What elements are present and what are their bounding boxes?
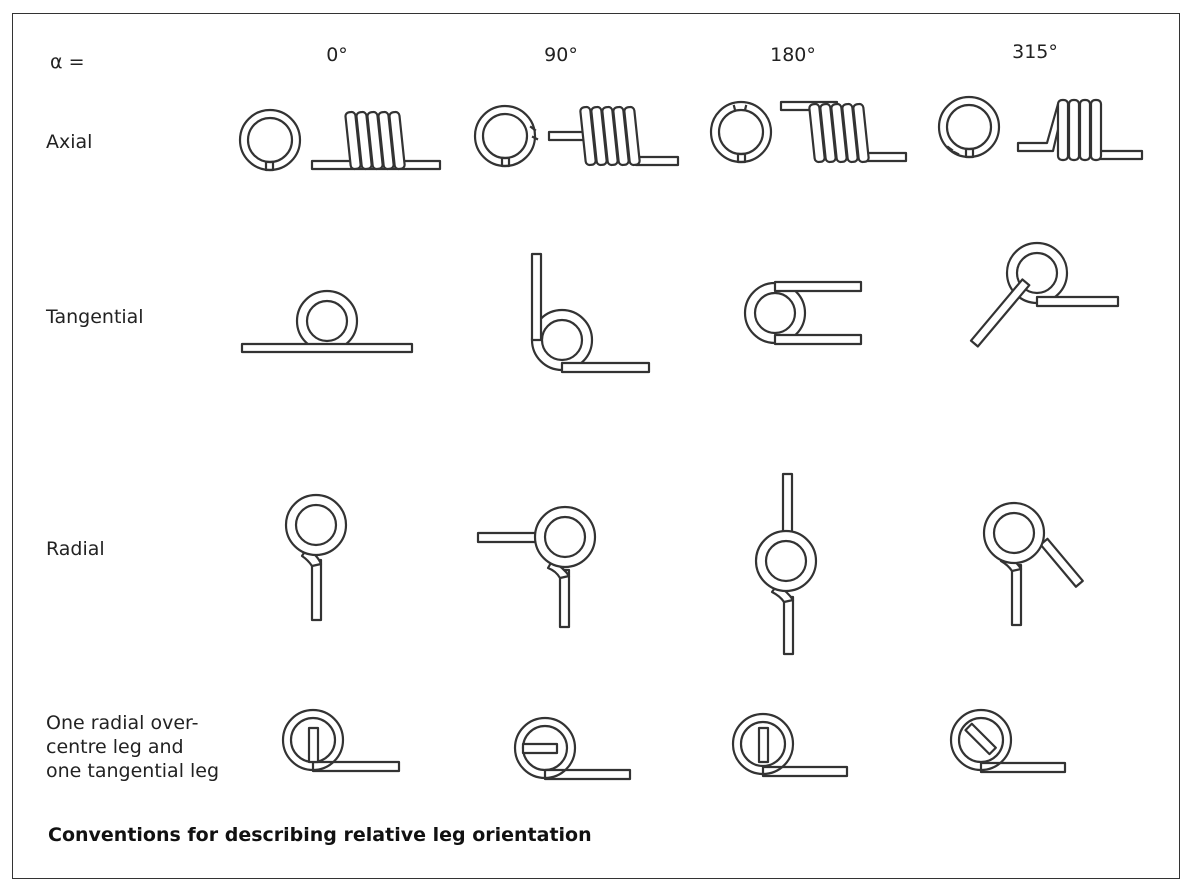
axial-180-end-view <box>709 100 773 164</box>
radial-315-spring <box>982 501 1084 627</box>
radial-90-spring <box>476 505 597 629</box>
tangential-0-spring <box>240 289 414 354</box>
axial-180-spring <box>709 100 908 164</box>
axial-90-spring <box>473 104 680 168</box>
alpha-label: α = <box>50 51 85 73</box>
row-label-radial: Radial <box>46 538 105 560</box>
axial-315-end-view <box>937 95 1001 159</box>
row-label-overcentre: One radial over- centre leg and one tang… <box>46 712 220 782</box>
axial-90-end-view <box>473 104 539 168</box>
tangential-315-spring <box>969 241 1120 348</box>
axial-0-spring <box>238 108 442 172</box>
radial-0-spring <box>284 493 348 622</box>
diagram-caption: Conventions for describing relative leg … <box>48 824 592 846</box>
overcentre-0-spring <box>281 708 401 773</box>
overcentre-90-spring <box>513 716 632 781</box>
overcentre-180-spring <box>731 712 849 778</box>
axial-315-side-view <box>1016 98 1144 162</box>
tangential-90-spring <box>530 252 651 374</box>
row-label-tangential: Tangential <box>46 306 144 328</box>
angle-header-180: 180° <box>770 44 816 66</box>
axial-180-side-view <box>779 100 908 164</box>
axial-0-side-view <box>310 110 442 171</box>
angle-header-0: 0° <box>326 44 348 66</box>
angle-header-315: 315° <box>1012 41 1058 63</box>
axial-315-spring <box>937 95 1144 162</box>
tangential-180-spring <box>743 280 863 346</box>
overcentre-315-spring <box>949 708 1067 774</box>
diagram-frame <box>12 13 1180 879</box>
angle-header-90: 90° <box>544 44 578 66</box>
radial-180-spring <box>754 472 818 656</box>
axial-0-end-view <box>238 108 302 172</box>
row-label-axial: Axial <box>46 131 93 153</box>
axial-90-side-view <box>547 105 680 167</box>
